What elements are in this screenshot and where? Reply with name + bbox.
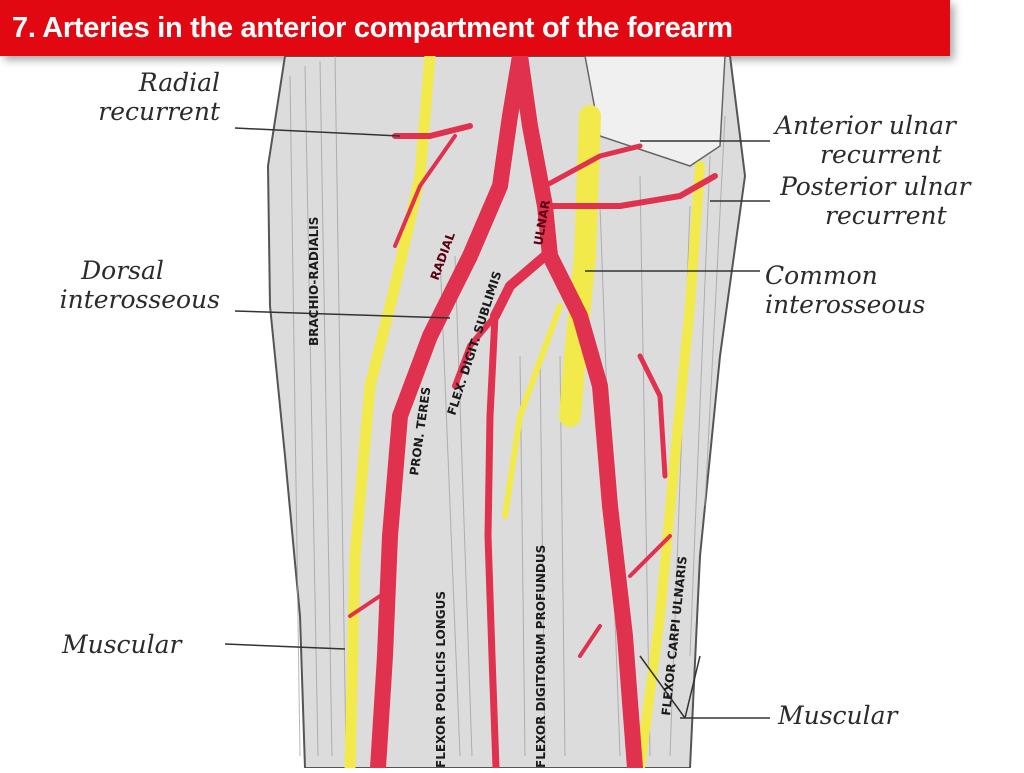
label-radial-recurrent: Radial recurrent (98, 68, 220, 126)
label-muscular-right: Muscular (778, 701, 898, 730)
ulnar-muscular-branch (637, 353, 668, 479)
muscle-label-flexor-digitorum-profundus: FLEXOR DIGITORUM PROFUNDUS (534, 545, 548, 768)
arteries (348, 48, 718, 773)
leader-lines (224, 127, 770, 719)
radial-nerve (344, 50, 436, 773)
posterior-ulnar-recurrent-artery (547, 173, 718, 209)
ulnar-artery (512, 48, 643, 773)
leader-radial-recurrent (234, 127, 401, 137)
label-muscular-left: Muscular (62, 630, 182, 659)
anterior-ulnar-recurrent-artery (542, 143, 643, 189)
anterior-interosseous-artery (484, 312, 500, 772)
dorsal-interosseous-artery (452, 313, 498, 389)
radial-recurrent-branch (393, 134, 457, 248)
leader-muscular-left (224, 643, 346, 650)
ulnar-nerve (635, 161, 705, 773)
leader-dorsal-interosseous (234, 310, 451, 319)
label-common-interosseous: Common interosseous (765, 261, 926, 319)
anterior-interosseous-nerve (502, 303, 563, 519)
slide-title: 7. Arteries in the anterior compartment … (12, 11, 733, 44)
muscle-label-brachioradialis: BRACHIO-RADIALIS (307, 217, 321, 346)
slide-title-bar: 7. Arteries in the anterior compartment … (0, 0, 950, 56)
label-dorsal-interosseous: Dorsal interosseous (59, 256, 220, 314)
muscle-label-flexor-pollicis-longus: FLEXOR POLLICIS LONGUS (434, 591, 448, 768)
forearm-anatomy-figure: BRACHIO-RADIALIS PRON. TERES FLEX. DIGIT… (0, 48, 1024, 773)
nerves (344, 50, 705, 773)
radial-artery (370, 48, 528, 773)
label-anterior-ulnar-recurrent: Anterior ulnar recurrent (775, 111, 956, 169)
radial-recurrent-artery (392, 123, 473, 139)
radial-muscular-branch (348, 594, 382, 618)
ulnar-muscular-branch-3 (578, 624, 602, 658)
common-interosseous-artery (490, 251, 550, 321)
forearm-illustration: BRACHIO-RADIALIS PRON. TERES FLEX. DIGIT… (224, 48, 770, 773)
label-posterior-ulnar-recurrent: Posterior ulnar recurrent (780, 172, 971, 230)
ulnar-muscular-branch-2 (628, 534, 672, 578)
